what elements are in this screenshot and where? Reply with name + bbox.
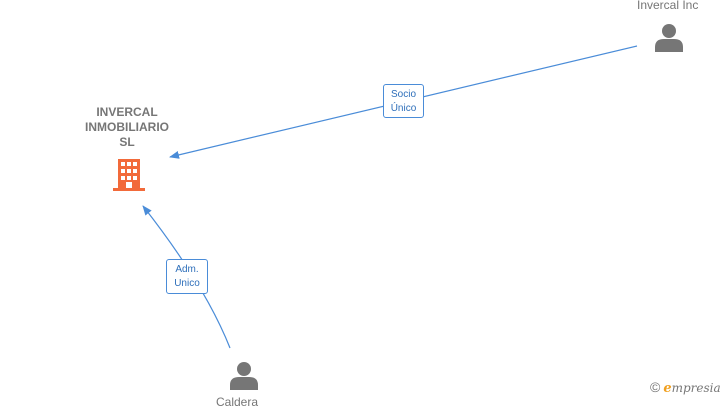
company-name-line-2: INMOBILIARIO [85, 120, 169, 134]
company-name[interactable]: INVERCAL INMOBILIARIO SL [68, 105, 186, 150]
brand-name: mpresia [671, 381, 721, 395]
relation-label-adm-unico[interactable]: Adm. Unico [166, 259, 208, 294]
copyright-symbol: © [650, 379, 661, 395]
relation-label-socio-unico[interactable]: Socio Único [383, 84, 424, 118]
person-name-bottom[interactable]: Caldera [216, 395, 259, 409]
relation-label-line-1: Adm. [175, 264, 199, 275]
empresia-logo: ©empresia [650, 379, 721, 399]
relation-label-line-1: Socio [390, 89, 416, 100]
relation-edges [142, 45, 638, 349]
relation-label-line-2: Único [390, 103, 417, 114]
brand-initial: e [663, 381, 672, 396]
relation-label-line-2: Unico [174, 278, 200, 289]
person-icon[interactable] [654, 22, 684, 52]
company-name-line-1: INVERCAL [96, 105, 158, 119]
company-name-line-3: SL [119, 135, 135, 149]
person-icon[interactable] [229, 360, 259, 390]
building-icon[interactable] [113, 157, 145, 192]
person-name-invercal-inc[interactable]: Invercal Inc [637, 0, 699, 12]
